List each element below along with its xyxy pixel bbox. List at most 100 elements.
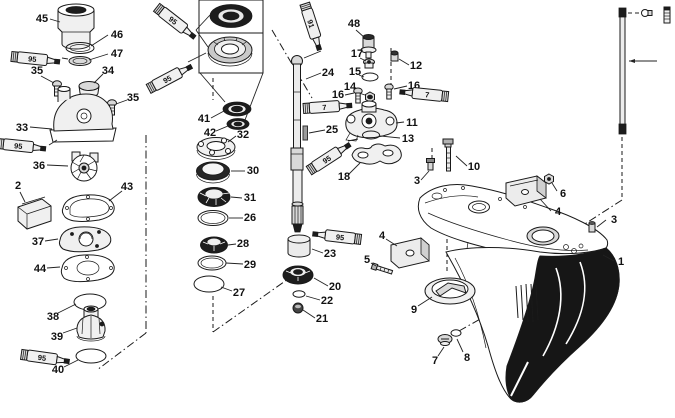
part-45-bearing-cup: 45 bbox=[36, 3, 95, 50]
callout-40: 40 bbox=[52, 364, 64, 376]
part-3-screw-a: 3 bbox=[414, 158, 435, 187]
part-34-cap: 34 bbox=[78, 65, 115, 98]
callout-30: 30 bbox=[247, 165, 259, 177]
callout-15: 15 bbox=[349, 66, 361, 78]
callout-41: 41 bbox=[198, 113, 210, 125]
part-22-clip: 22 bbox=[292, 290, 333, 307]
tube-7-label: 7 bbox=[425, 90, 430, 99]
inset-oil-seal-lower bbox=[207, 36, 253, 67]
callout-25: 25 bbox=[326, 124, 338, 136]
sealant-tube-95-e: 95 bbox=[145, 60, 195, 95]
callout-45: 45 bbox=[36, 13, 48, 25]
callout-48: 48 bbox=[348, 18, 360, 30]
part-24-driveshaft: 24 bbox=[290, 55, 335, 233]
left-column: 45 46 47 95 35 bbox=[0, 3, 139, 376]
tube-91-label: 91 bbox=[305, 18, 316, 29]
part-10-bolt: 10 bbox=[442, 138, 480, 173]
part-42-oil-seal: 42 bbox=[204, 118, 250, 139]
callout-35a: 35 bbox=[31, 65, 43, 77]
part-shift-shaft-clip bbox=[628, 9, 653, 17]
callout-5: 5 bbox=[364, 254, 370, 266]
callout-16a: 16 bbox=[332, 89, 344, 101]
part-26-shim-ring: 26 bbox=[197, 210, 256, 226]
part-44-gasket: 44 bbox=[34, 254, 115, 283]
inset-oil-seal-upper bbox=[209, 4, 253, 28]
part-43-gasket: 43 bbox=[61, 181, 133, 222]
callout-33: 33 bbox=[16, 122, 28, 134]
callout-8: 8 bbox=[464, 352, 470, 364]
part-39-pump-base: 39 bbox=[51, 305, 106, 343]
part-30-bearing-race: 30 bbox=[196, 161, 259, 184]
part-8-washer: 8 bbox=[450, 329, 470, 364]
part-5-bolt: 5 bbox=[364, 254, 394, 275]
part-4-anode-a: 4 bbox=[505, 175, 562, 218]
part-23-sleeve: 23 bbox=[287, 234, 336, 260]
driveshaft-assembly: 91 24 48 bbox=[290, 1, 450, 233]
callout-38: 38 bbox=[47, 311, 59, 323]
part-15-oring: 15 bbox=[349, 66, 379, 82]
part-shift-shaft bbox=[618, 7, 657, 135]
sealant-tube-7-b: 7 bbox=[398, 85, 450, 103]
part-33-water-pump-housing: 33 bbox=[16, 86, 117, 143]
callout-31: 31 bbox=[244, 192, 256, 204]
callout-26: 26 bbox=[244, 212, 256, 224]
callout-7: 7 bbox=[432, 355, 438, 367]
callout-11: 11 bbox=[406, 117, 418, 129]
part-28-bearing: 28 bbox=[200, 236, 249, 254]
part-35-screw-a: 35 bbox=[31, 65, 62, 97]
callout-43: 43 bbox=[121, 181, 133, 193]
tube-95-label: 95 bbox=[37, 353, 47, 363]
callout-42: 42 bbox=[204, 127, 216, 139]
callout-2: 2 bbox=[15, 180, 21, 192]
part-3-screw-b: 3 bbox=[588, 214, 617, 233]
part-16-bolt-a: 16 bbox=[332, 87, 363, 104]
part-48-fitting: 48 bbox=[348, 18, 377, 59]
callout-28: 28 bbox=[237, 238, 249, 250]
tube-95-label: 95 bbox=[162, 74, 174, 86]
part-36-impeller: 36 bbox=[33, 151, 99, 182]
bearing-stack: 41 42 32 30 bbox=[193, 101, 259, 299]
gearcase-area: 10 3 bbox=[364, 6, 671, 403]
callout-1: 1 bbox=[618, 256, 624, 268]
callout-37: 37 bbox=[32, 236, 44, 248]
micro-tube-icon bbox=[663, 6, 671, 24]
sealant-tube-95-f: 95 bbox=[305, 139, 354, 176]
sealant-tube-91: 91 bbox=[299, 1, 326, 53]
sealant-tube-95-d: 95 bbox=[152, 2, 199, 43]
callout-12: 12 bbox=[410, 60, 422, 72]
callout-23: 23 bbox=[324, 248, 336, 260]
part-41-oil-seal: 41 bbox=[198, 101, 252, 125]
callout-44: 44 bbox=[34, 263, 47, 275]
part-11-pump-cover: 11 bbox=[345, 100, 418, 142]
callout-18: 18 bbox=[338, 171, 350, 183]
callout-27: 27 bbox=[233, 287, 245, 299]
callout-34: 34 bbox=[102, 65, 115, 77]
part-13-oring: 13 bbox=[362, 130, 414, 145]
tube-7-label: 7 bbox=[322, 103, 327, 112]
callout-21: 21 bbox=[316, 313, 328, 325]
driveshaft-lower: 95 23 20 22 21 bbox=[282, 227, 363, 325]
part-31-tapered-bearing: 31 bbox=[197, 187, 256, 207]
part-4-anode-b: 4 bbox=[379, 230, 430, 269]
callout-4a: 4 bbox=[555, 206, 562, 218]
part-25-pin: 25 bbox=[302, 124, 338, 141]
tube-95-label: 95 bbox=[14, 141, 23, 151]
callout-39: 39 bbox=[51, 331, 63, 343]
part-7-drain-plug: 7 bbox=[432, 334, 453, 367]
tube-95-label: 95 bbox=[321, 154, 333, 166]
part-37-face-plate: 37 bbox=[32, 226, 112, 253]
part-1-gearcase-housing: 1 bbox=[417, 184, 624, 403]
part-27-oring: 27 bbox=[193, 275, 245, 299]
callout-32: 32 bbox=[237, 129, 249, 141]
part-9-trim-tab: 9 bbox=[411, 277, 476, 316]
callout-4b: 4 bbox=[379, 230, 386, 242]
callout-13: 13 bbox=[402, 133, 414, 145]
part-12-plug: 12 bbox=[390, 50, 422, 72]
callout-36: 36 bbox=[33, 160, 45, 172]
sealant-tube-7-a: 7 bbox=[302, 99, 353, 115]
sealant-tube-95-g: 95 bbox=[311, 227, 363, 246]
callout-10: 10 bbox=[468, 161, 480, 173]
callout-6: 6 bbox=[560, 188, 566, 200]
